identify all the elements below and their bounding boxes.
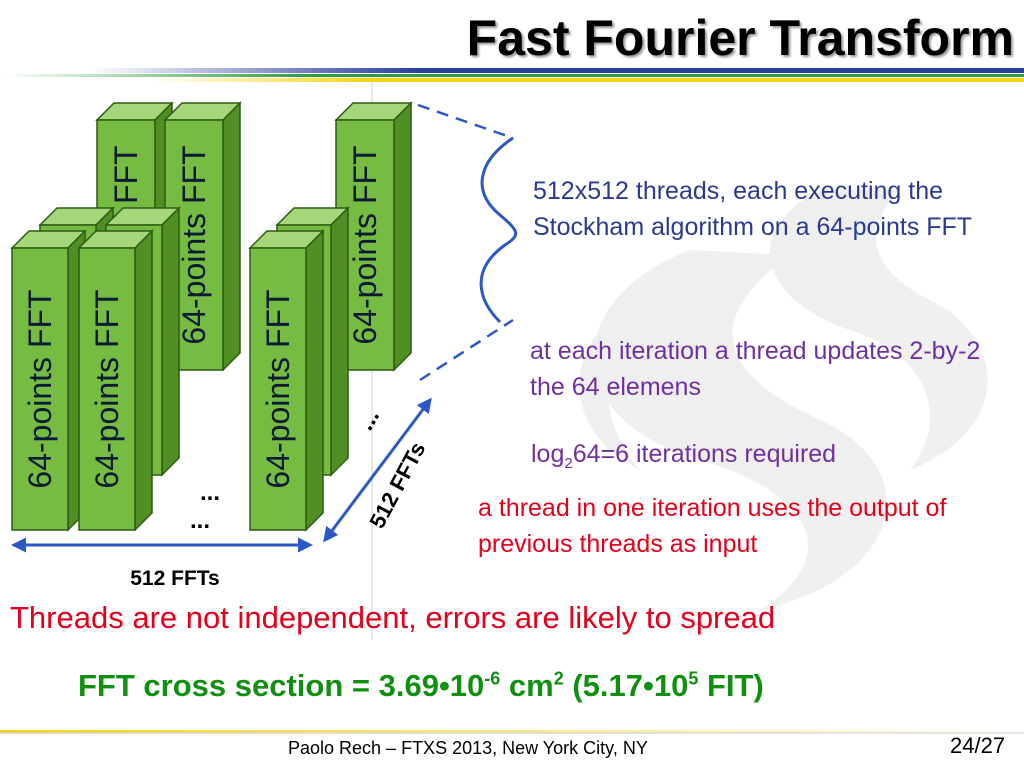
dots-diagonal: ...	[352, 404, 385, 435]
header-bar-green	[0, 74, 1024, 77]
fft-block-side	[134, 229, 153, 532]
fft-block-front	[249, 247, 307, 531]
arrow-diagonal-512	[323, 397, 432, 543]
dependency-description: a thread in one iteration uses the outpu…	[478, 494, 947, 558]
log-prefix: log	[531, 440, 565, 468]
label-512-ffts-horizontal: 512 FFTs	[130, 567, 219, 590]
warning-text: Threads are not independent, errors are …	[10, 600, 776, 635]
fft-block-side	[161, 206, 180, 477]
fft-block-9: 64-points FFT	[248, 229, 325, 532]
log-suffix: 64=6 iterations required	[572, 440, 837, 468]
log-base: 2	[564, 455, 573, 472]
dashed-line-top	[417, 103, 514, 140]
fft-block-front	[11, 247, 69, 531]
header-bar-yellow	[150, 78, 1024, 82]
cross-section-prefix: FFT cross section = 3.69•10	[78, 668, 485, 703]
cross-section-unit: cm	[500, 668, 554, 703]
curly-brace	[479, 136, 518, 324]
page-number: 24/27	[950, 733, 1006, 758]
threads-description: 512x512 threads, each executing the Stoc…	[533, 177, 973, 241]
footer-author: Paolo Rech – FTXS 2013, New York City, N…	[288, 738, 648, 758]
fft-block-side	[222, 101, 241, 372]
cross-section-end: FIT)	[698, 668, 764, 703]
fft-block-label: 64-points FFT	[260, 289, 296, 488]
fft-block-label: 64-points FFT	[89, 289, 125, 488]
slide-title: Fast Fourier Transform	[466, 10, 1014, 66]
fft-block-side	[330, 206, 349, 477]
iterations-required: log264=6 iterations required	[531, 436, 991, 482]
fft-block-label: 64-points FFT	[22, 289, 58, 488]
fft-block-label: 64-points FFT	[347, 145, 383, 344]
cross-section-exp2: 2	[553, 668, 564, 689]
swirl-logo-icon	[579, 190, 988, 610]
header-bar-blue	[90, 68, 1024, 73]
fft-block-front	[78, 247, 136, 531]
dots-mid: ...	[200, 479, 220, 506]
iteration-description: at each iteration a thread updates 2-by-…	[530, 337, 981, 401]
fft-block-8: 64-points FFT	[77, 229, 154, 532]
fft-block-stack: 64-points FFT 64-points FFT 64-points FFT 6…	[10, 101, 413, 532]
dashed-line-bottom	[419, 318, 514, 382]
fft-block-7: 64-points FFT	[10, 229, 87, 532]
cross-section-result: FFT cross section = 3.69•10-6 cm2 (5.17•…	[78, 668, 764, 704]
footer-bar	[0, 730, 1024, 733]
fft-block-side	[305, 229, 324, 532]
label-512-ffts-diagonal: 512 FFTs	[364, 438, 430, 533]
fft-block-label: 64-points FFT	[176, 145, 212, 344]
fft-block-side	[393, 101, 412, 372]
cross-section-exp3: 5	[688, 668, 699, 689]
cross-section-exp1: -6	[484, 668, 501, 689]
dots-bottom: ...	[190, 507, 210, 534]
cross-section-paren: (5.17•10	[563, 668, 689, 703]
